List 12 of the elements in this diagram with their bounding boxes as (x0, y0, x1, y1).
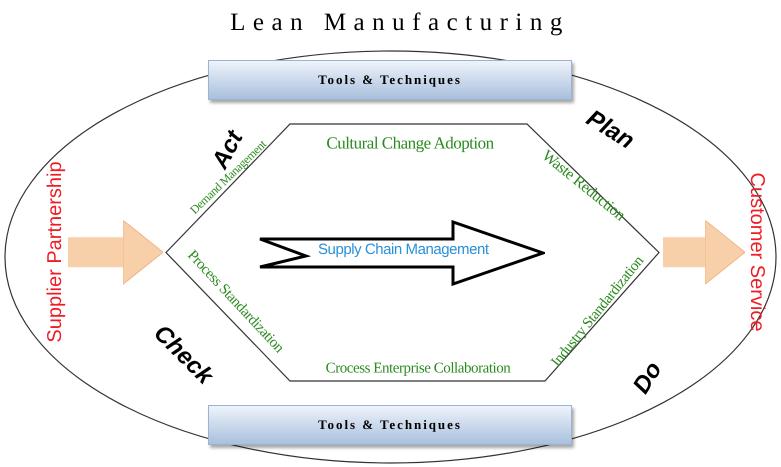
tools-bar: Tools & Techniques (208, 405, 572, 445)
side-label: Crocess Enterprise Collaboration (326, 362, 510, 376)
vertical-text-label: Supplier Partnership (45, 161, 65, 343)
cycle-stage-label: Do (629, 358, 667, 398)
side-label: Cultural Change Adoption (326, 134, 494, 152)
diagram-title: Lean Manufacturing (229, 10, 571, 35)
block-arrow: Supply Chain Management (258, 220, 545, 286)
oval-frame (4, 50, 777, 464)
tools-bar: Tools & Techniques (208, 60, 572, 100)
block-arrow-connector (663, 220, 746, 285)
cycle-stage-label: Plan (582, 106, 638, 154)
vertical-text-label: Customer Service (747, 172, 767, 332)
